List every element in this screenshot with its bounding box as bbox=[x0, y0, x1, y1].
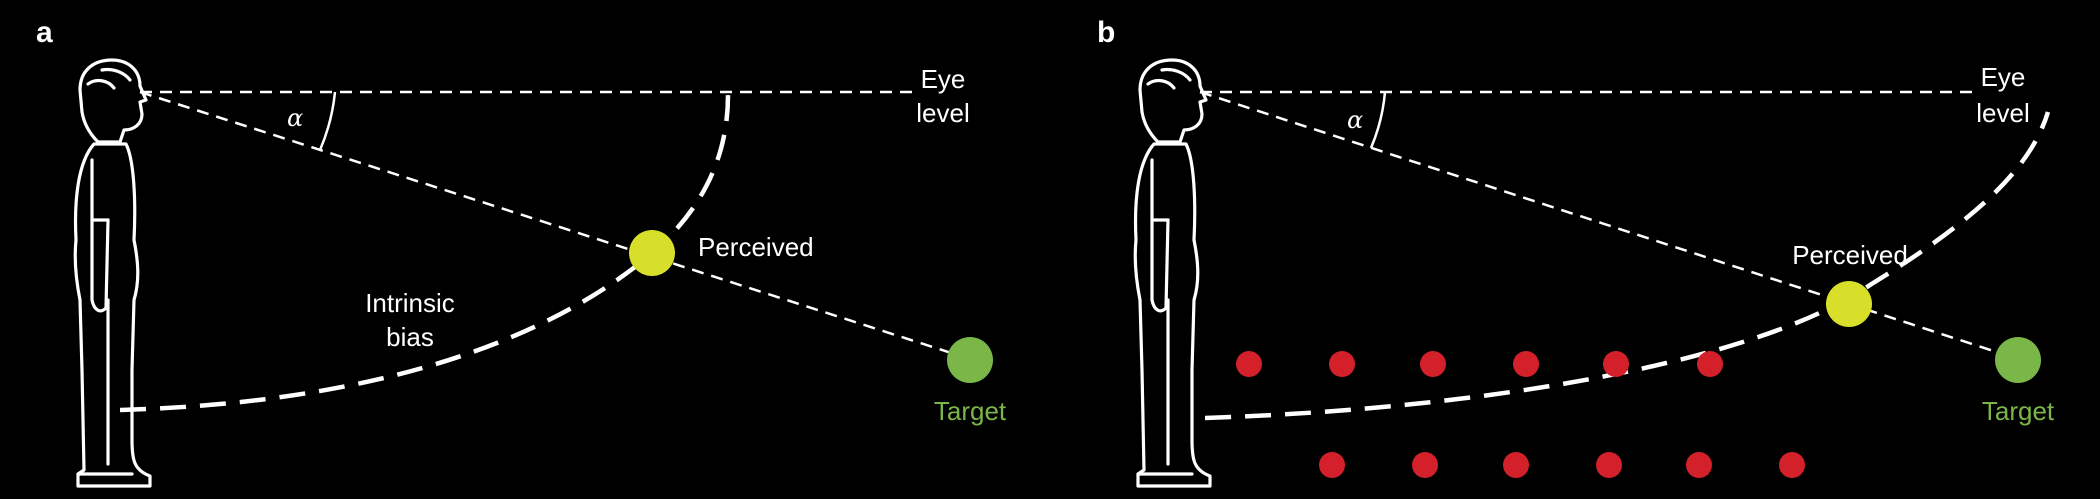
target-location-b bbox=[1995, 337, 2041, 383]
panel-a-letter: a bbox=[36, 16, 53, 49]
perceived-location-a bbox=[629, 230, 675, 276]
floor-cue-dot bbox=[1596, 452, 1622, 478]
eye-level-label-a-line2: level bbox=[916, 98, 969, 128]
perceived-label-b: Perceived bbox=[1792, 240, 1908, 270]
floor-cue-dot bbox=[1236, 351, 1262, 377]
target-label-b: Target bbox=[1982, 396, 2055, 426]
intrinsic-bias-curve-a bbox=[119, 94, 731, 413]
floor-cue-dot bbox=[1603, 351, 1629, 377]
target-location-a bbox=[947, 337, 993, 383]
target-label-a: Target bbox=[934, 396, 1007, 426]
perceived-label-a: Perceived bbox=[698, 232, 814, 262]
perceived-curve-b bbox=[1204, 111, 2051, 421]
floor-cue-dot bbox=[1503, 452, 1529, 478]
floor-cue-dot bbox=[1779, 452, 1805, 478]
line-of-sight-b bbox=[1199, 90, 2019, 361]
angle-arc-a bbox=[318, 91, 337, 151]
perceived-location-b bbox=[1826, 281, 1872, 327]
angle-arc-b bbox=[1369, 91, 1387, 149]
panel-b: b α Eye level Perceived Target bbox=[1097, 16, 2055, 488]
observer-figure-b bbox=[1133, 58, 1212, 488]
floor-cue-dot bbox=[1697, 351, 1723, 377]
eye-level-label-b-line1: Eye bbox=[1981, 62, 2026, 92]
floor-cue-dot bbox=[1329, 351, 1355, 377]
alpha-label-b: α bbox=[1347, 106, 1363, 134]
floor-cue-dot bbox=[1319, 452, 1345, 478]
eye-level-label-b-line2: level bbox=[1976, 98, 2029, 128]
floor-cue-dot bbox=[1412, 452, 1438, 478]
floor-cue-dot bbox=[1513, 351, 1539, 377]
floor-cue-dot bbox=[1686, 452, 1712, 478]
alpha-label-a: α bbox=[287, 104, 303, 132]
panel-a: a α Eye level Perceived Intrinsic bias T… bbox=[36, 16, 1007, 488]
floor-cue-dot bbox=[1420, 351, 1446, 377]
eye-level-label-a-line1: Eye bbox=[921, 64, 966, 94]
panel-b-letter: b bbox=[1097, 16, 1115, 49]
intrinsic-bias-label-line2: bias bbox=[386, 322, 434, 352]
observer-figure-a bbox=[73, 58, 152, 488]
line-of-sight-a bbox=[139, 90, 971, 361]
intrinsic-bias-label-line1: Intrinsic bbox=[365, 288, 455, 318]
